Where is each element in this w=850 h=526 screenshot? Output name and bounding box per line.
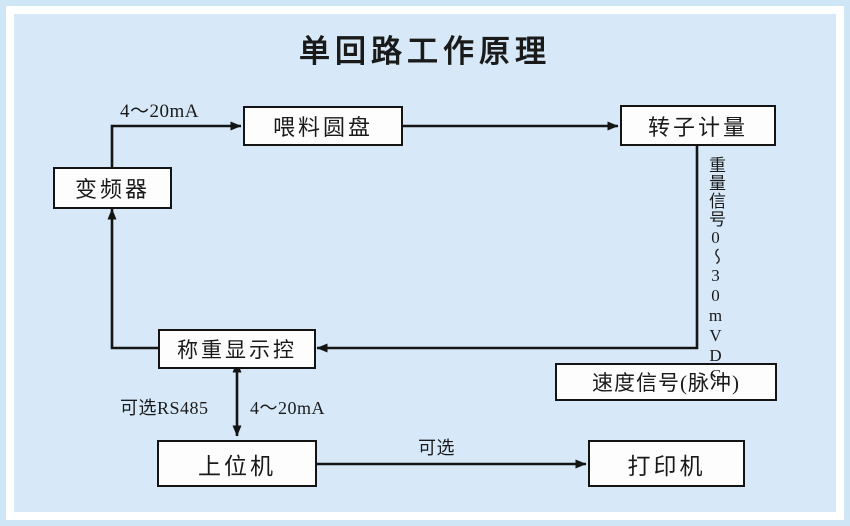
node-speed-signal[interactable]: 速度信号(脉冲) <box>555 363 777 401</box>
edge-label-weight-signal: 重量信号0～30mVDC <box>706 156 725 386</box>
node-feed-disc[interactable]: 喂料圆盘 <box>243 106 403 146</box>
node-host-computer-label: 上位机 <box>198 453 276 479</box>
node-speed-signal-label: 速度信号(脉冲) <box>592 371 740 395</box>
page-title: 单回路工作原理 <box>299 34 551 70</box>
node-rotor-meter[interactable]: 转子计量 <box>620 105 776 146</box>
node-rotor-meter-label: 转子计量 <box>647 114 748 140</box>
edge-label-host-current: 4～20mA <box>250 398 325 418</box>
edge-label-optional-rs485: 可选RS485 <box>120 398 209 418</box>
edge-label-printer-optional: 可选 <box>418 438 455 458</box>
edge-label-inverter-current: 4～20mA <box>120 101 200 122</box>
node-inverter[interactable]: 变频器 <box>53 167 172 209</box>
node-weigh-display-label: 称重显示控 <box>177 338 297 362</box>
node-feed-disc-label: 喂料圆盘 <box>272 115 373 140</box>
node-printer-label: 打印机 <box>627 453 706 479</box>
node-weigh-display[interactable]: 称重显示控 <box>158 329 316 369</box>
node-host-computer[interactable]: 上位机 <box>157 440 317 487</box>
node-inverter-label: 变频器 <box>74 177 150 202</box>
node-printer[interactable]: 打印机 <box>588 440 745 487</box>
